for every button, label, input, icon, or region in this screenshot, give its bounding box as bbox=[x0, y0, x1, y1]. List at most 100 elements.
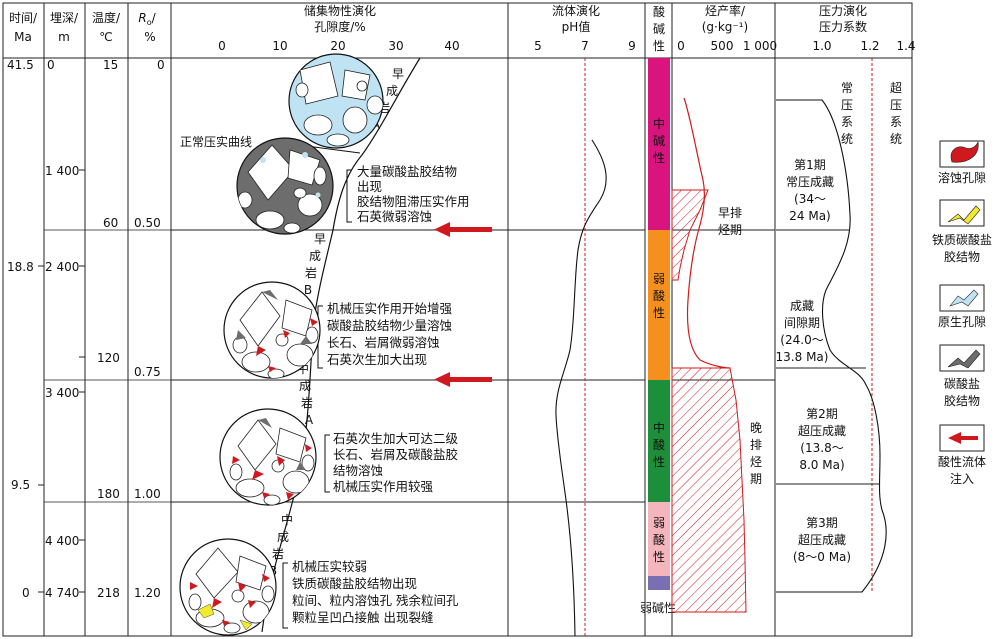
svg-text:石英微弱溶蚀: 石英微弱溶蚀 bbox=[357, 209, 432, 224]
period-gap-line3: (24.0～ bbox=[780, 333, 823, 347]
svg-text:酸性流体: 酸性流体 bbox=[938, 454, 986, 469]
svg-text:性: 性 bbox=[653, 455, 665, 469]
svg-text:结物溶蚀: 结物溶蚀 bbox=[333, 463, 383, 478]
porosity-tick: 30 bbox=[388, 39, 403, 53]
svg-text:石英次生加大出现: 石英次生加大出现 bbox=[327, 352, 427, 367]
diagenesis-notes: 大量碳酸盐胶结物 出现 胶结物阻滞压实作用 石英微弱溶蚀 机械压实作用开始增强 … bbox=[292, 164, 470, 625]
svg-text:弱: 弱 bbox=[653, 272, 665, 286]
svg-text:早: 早 bbox=[314, 232, 326, 246]
hc-late-label-3: 烃 bbox=[750, 455, 762, 469]
svg-text:胶结物: 胶结物 bbox=[944, 393, 980, 408]
svg-text:中: 中 bbox=[653, 420, 665, 435]
depth-value: 4 400 bbox=[45, 534, 79, 548]
svg-text:性: 性 bbox=[653, 151, 665, 165]
svg-text:胶结物: 胶结物 bbox=[944, 249, 980, 264]
ro-value: 0.50 bbox=[134, 216, 161, 230]
dissolution-pore-icon bbox=[950, 141, 979, 163]
period-2-line2: 超压成藏 bbox=[798, 423, 846, 438]
ph-tick: 5 bbox=[534, 39, 542, 53]
svg-text:酸: 酸 bbox=[653, 437, 665, 452]
porosity-tick: 10 bbox=[272, 39, 287, 53]
period-1-line1: 第1期 bbox=[794, 158, 826, 172]
hc-yield-column: 早排 烃期 晚 排 烃 期 bbox=[671, 97, 762, 613]
svg-text:成: 成 bbox=[386, 84, 398, 98]
hc-late-label-1: 晚 bbox=[750, 421, 762, 435]
temp-value: 180 bbox=[97, 487, 120, 501]
period-3-line1: 第3期 bbox=[806, 516, 838, 530]
period-gap-line2: 间隙期 bbox=[784, 316, 820, 330]
ro-value: 0.75 bbox=[134, 365, 161, 379]
svg-text:岩: 岩 bbox=[305, 265, 317, 280]
header-ph-line2: pH值 bbox=[562, 19, 591, 34]
period-3-line3: (8～0 Ma) bbox=[793, 550, 851, 564]
header-pressure-line2: 压力系数 bbox=[819, 19, 867, 34]
pressure-tick: 1.4 bbox=[896, 39, 915, 53]
ph-tick: 9 bbox=[628, 39, 636, 53]
hc-yield-curve bbox=[683, 97, 731, 369]
svg-text:机械压实作用开始增强: 机械压实作用开始增强 bbox=[327, 301, 453, 316]
hc-late-label-4: 期 bbox=[750, 472, 762, 486]
svg-text:粒间、粒内溶蚀孔 残余粒间孔: 粒间、粒内溶蚀孔 残余粒间孔 bbox=[292, 593, 459, 608]
system-normal-2: 压 bbox=[841, 98, 853, 112]
header-porosity-line1: 储集物性演化 bbox=[304, 3, 376, 18]
note-group-2: 机械压实作用开始增强 碳酸盐胶结物少量溶蚀 长石、岩屑微弱溶蚀 石英次生加大出现 bbox=[327, 301, 453, 367]
period-1-line4: 24 Ma) bbox=[789, 209, 830, 223]
acid-zone-4 bbox=[648, 502, 670, 576]
svg-text:性: 性 bbox=[653, 306, 665, 320]
system-normal-4: 统 bbox=[841, 132, 853, 146]
header-acid-1: 酸 bbox=[653, 4, 665, 19]
thin-section-middle-a bbox=[219, 408, 317, 506]
note-group-1: 大量碳酸盐胶结物 出现 胶结物阻滞压实作用 石英微弱溶蚀 bbox=[357, 164, 470, 224]
thin-section-middle-early-b bbox=[223, 281, 321, 379]
svg-text:性: 性 bbox=[653, 550, 665, 564]
header-temp-line1: 温度/ bbox=[92, 10, 121, 25]
svg-text:碳酸盐: 碳酸盐 bbox=[944, 376, 980, 391]
carbonate-cement-icon bbox=[947, 349, 981, 369]
header-ph-line1: 流体演化 bbox=[552, 3, 600, 18]
header-pressure-line1: 压力演化 bbox=[819, 3, 867, 18]
header-hc-line2: (g·kg⁻¹) bbox=[702, 20, 749, 34]
header-ro: Ro/ bbox=[138, 11, 156, 27]
svg-text:颗粒呈凹凸接触 出现裂缝: 颗粒呈凹凸接触 出现裂缝 bbox=[292, 610, 433, 625]
period-gap-line1: 成藏 bbox=[790, 299, 814, 313]
acid-arrow-1 bbox=[434, 222, 492, 237]
svg-text:成: 成 bbox=[277, 530, 289, 544]
svg-text:碳酸盐胶结物少量溶蚀: 碳酸盐胶结物少量溶蚀 bbox=[327, 318, 452, 333]
svg-text:成: 成 bbox=[309, 249, 321, 263]
depth-value: 0 bbox=[47, 58, 55, 72]
legend-item-primary-pore: 原生孔隙 bbox=[938, 284, 986, 329]
normal-compaction-curve bbox=[261, 57, 421, 633]
time-value: 18.8 bbox=[7, 260, 34, 274]
porosity-tick: 20 bbox=[330, 39, 345, 53]
acid-base-column: 中 碱 性 弱 酸 性 中 酸 性 弱 酸 性 弱碱性 bbox=[640, 58, 676, 615]
period-2-line3: (13.8～ bbox=[800, 441, 843, 455]
temp-value: 218 bbox=[97, 586, 120, 600]
acid-zone-2 bbox=[648, 230, 670, 380]
svg-text:A: A bbox=[305, 413, 314, 427]
svg-text:石英次生加大可达二级: 石英次生加大可达二级 bbox=[333, 431, 459, 446]
svg-text:酸: 酸 bbox=[653, 288, 665, 303]
temp-value: 15 bbox=[103, 58, 118, 72]
time-value: 41.5 bbox=[7, 58, 34, 72]
svg-text:中: 中 bbox=[653, 116, 665, 131]
ph-tick: 7 bbox=[581, 39, 589, 53]
depth-value: 1 400 bbox=[45, 164, 79, 178]
depth-value: 3 400 bbox=[45, 386, 79, 400]
primary-pore-icon bbox=[949, 289, 979, 307]
stage-label-early-b: 早 成 岩 B bbox=[304, 232, 326, 297]
thin-section-early-a bbox=[288, 53, 384, 149]
legend-item-carbonate: 碳酸盐 胶结物 bbox=[939, 344, 985, 408]
stage-label-middle-a: 中 成 岩 A bbox=[297, 361, 314, 427]
header-acid-3: 性 bbox=[653, 39, 665, 53]
pressure-tick: 1.2 bbox=[860, 39, 879, 53]
header-depth-line1: 埋深/ bbox=[50, 11, 79, 25]
header-time-line1: 时间/ bbox=[9, 11, 38, 25]
depth-value: 2 400 bbox=[45, 260, 79, 274]
svg-text:长石、岩屑及碳酸盐胶: 长石、岩屑及碳酸盐胶 bbox=[333, 447, 458, 462]
acid-arrow-2 bbox=[434, 372, 492, 387]
header-temp-line2: ℃ bbox=[99, 30, 112, 44]
pressure-coefficient-curve bbox=[776, 99, 887, 593]
depth-ticks bbox=[38, 169, 85, 593]
period-1-line2: 常压成藏 bbox=[786, 175, 834, 189]
